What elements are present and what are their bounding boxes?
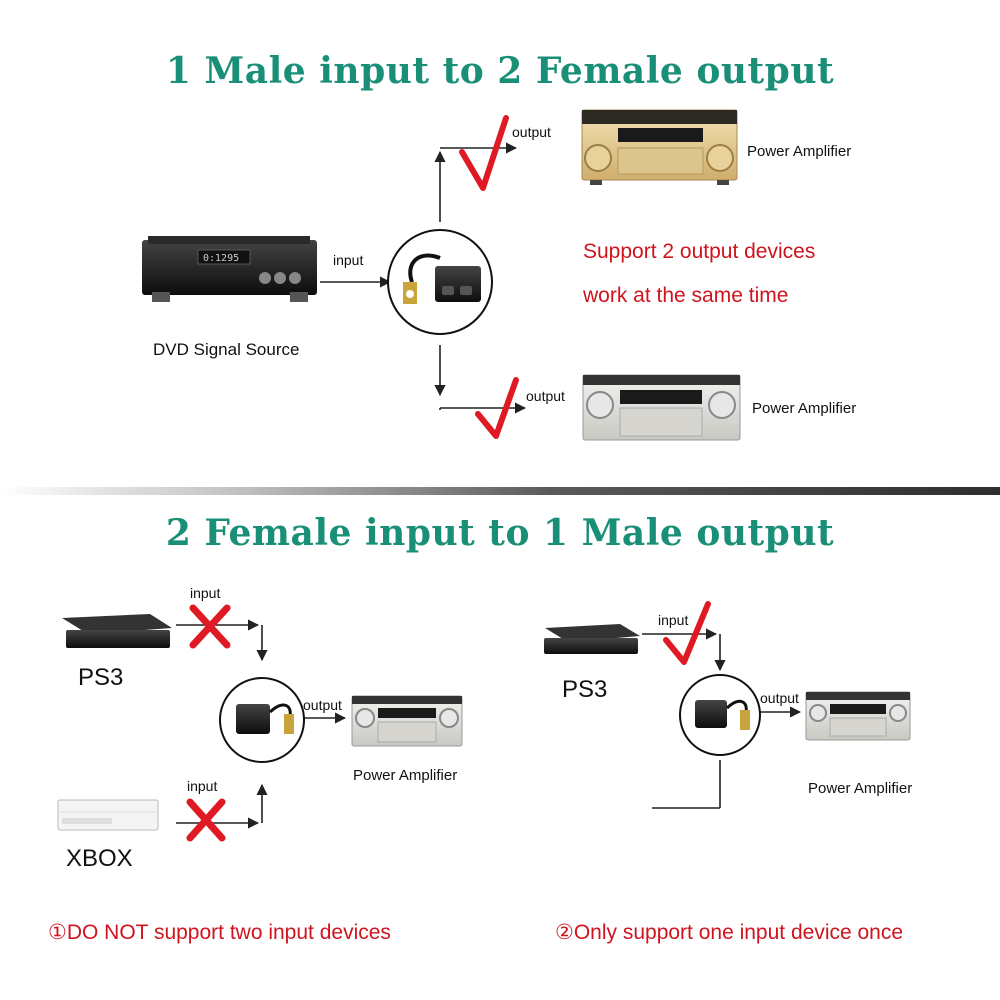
- top-splitter: [387, 229, 493, 335]
- amplifier-gold: [581, 109, 738, 185]
- section-divider: [0, 487, 1000, 495]
- top-output-label-2: output: [526, 388, 565, 404]
- bl-caption: ①DO NOT support two input devices: [48, 921, 391, 944]
- support-note-line-2: work at the same time: [583, 284, 789, 307]
- bl-output-label: output: [303, 697, 342, 713]
- dvd-player: 0:1295: [142, 236, 317, 302]
- bottom-left-connector-lines: [176, 619, 347, 829]
- top-amp-label-2: Power Amplifier: [752, 400, 857, 417]
- br-ps3-label: PS3: [562, 676, 608, 703]
- br-caption: ②Only support one input device once: [555, 921, 904, 944]
- bl-ps3-label: PS3: [78, 664, 124, 691]
- br-output-label: output: [760, 690, 799, 706]
- ps3-console-right: [544, 624, 640, 654]
- top-input-label: input: [333, 252, 364, 268]
- xbox-console: [57, 799, 159, 831]
- br-input-label: input: [658, 612, 689, 628]
- bl-xbox-label: XBOX: [66, 845, 133, 872]
- amplifier-silver-bottom-right: [805, 691, 911, 741]
- bottom-right-connector-lines: [642, 628, 802, 809]
- check-icon: [663, 601, 711, 665]
- svg-text:0:1295: 0:1295: [203, 253, 239, 264]
- check-icon: [459, 115, 509, 191]
- cross-icon: [189, 604, 231, 649]
- top-amp-label-1: Power Amplifier: [747, 143, 852, 160]
- bl-input-label-2: input: [187, 778, 218, 794]
- bottom-left-splitter: [219, 677, 305, 763]
- amplifier-silver-top: [582, 374, 741, 441]
- bottom-right-splitter: [679, 674, 761, 756]
- top-title: 1 Male input to 2 Female output: [165, 50, 835, 92]
- bl-amp-label: Power Amplifier: [353, 767, 458, 784]
- support-note-line-1: Support 2 output devices: [583, 240, 816, 263]
- ps3-console-left: [62, 614, 172, 648]
- cross-icon: [186, 798, 226, 842]
- bottom-title: 2 Female input to 1 Male output: [165, 512, 835, 554]
- amplifier-silver-bottom-left: [351, 695, 463, 747]
- top-output-label-1: output: [512, 124, 551, 140]
- top-connector-lines: [320, 142, 527, 414]
- check-icon: [475, 377, 519, 439]
- br-amp-label: Power Amplifier: [808, 780, 913, 797]
- bl-input-label-1: input: [190, 585, 221, 601]
- dvd-source-label: DVD Signal Source: [153, 340, 300, 359]
